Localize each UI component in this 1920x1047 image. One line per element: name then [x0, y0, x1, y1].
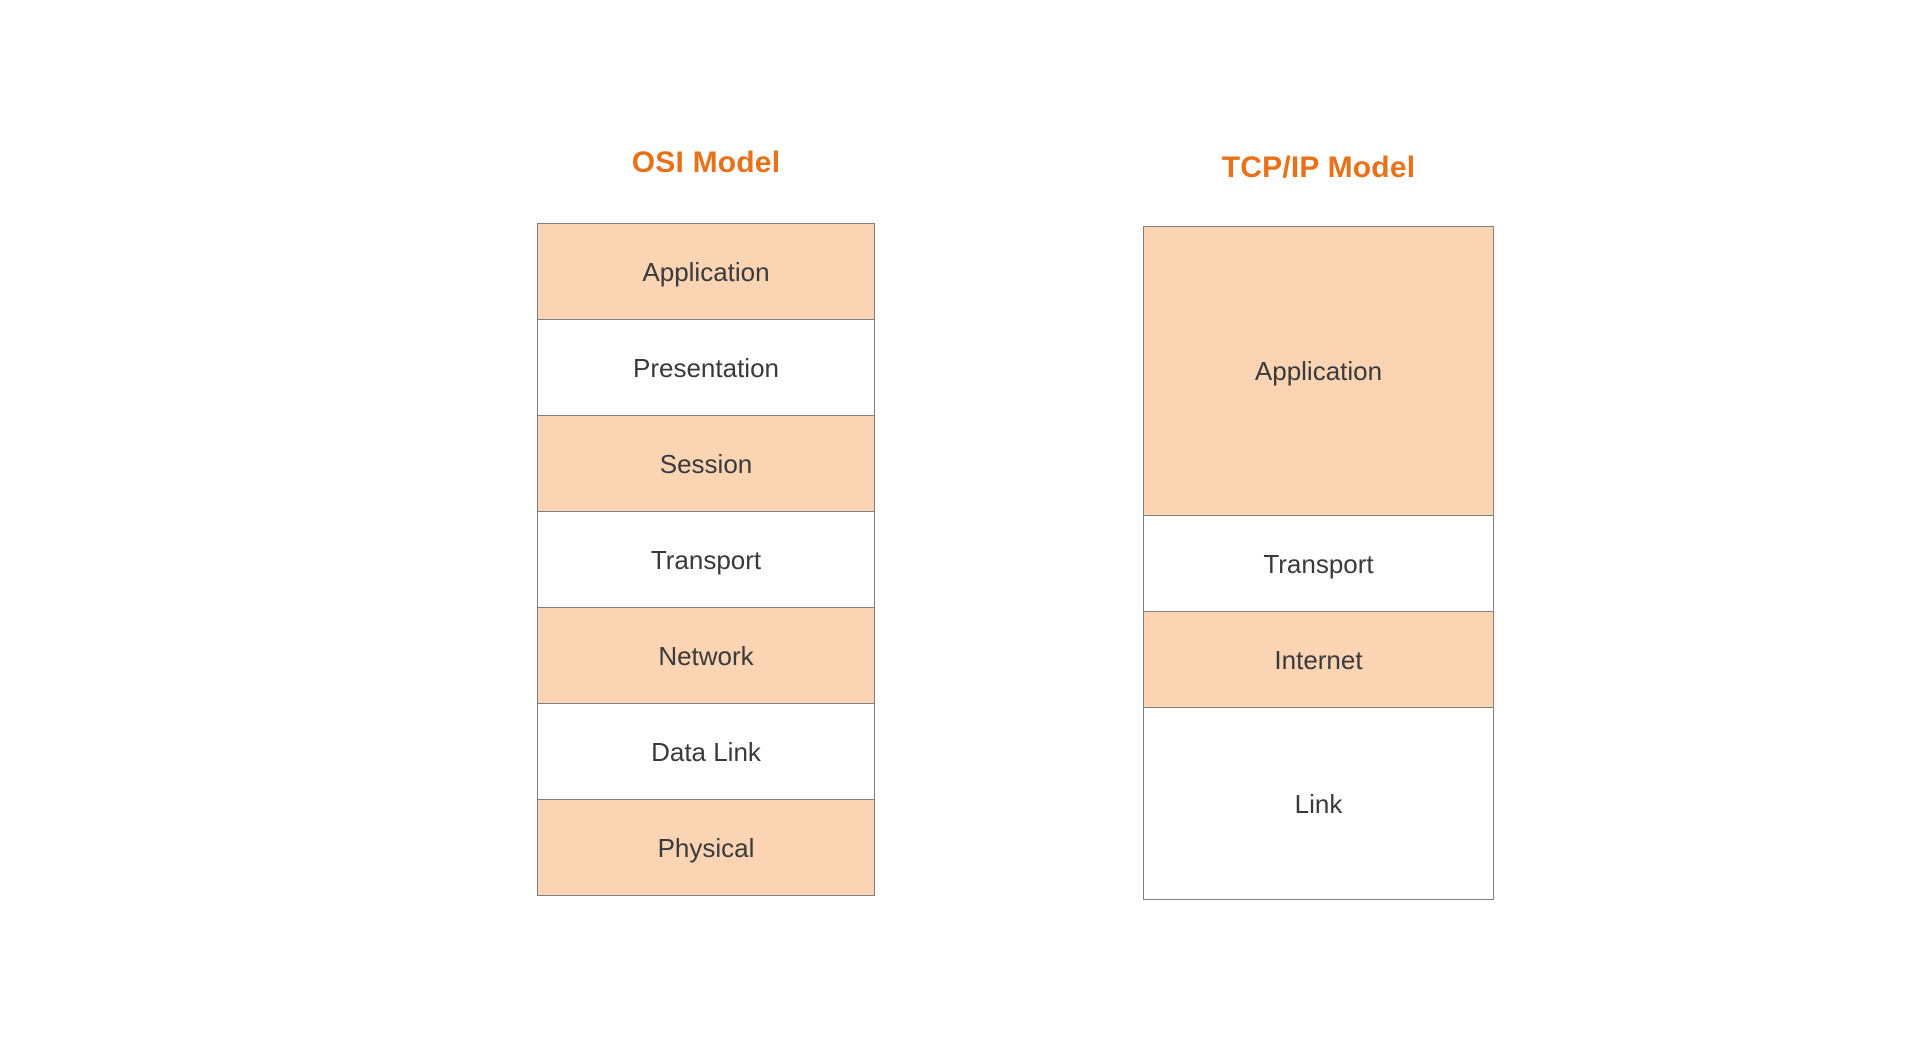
- tcpip-model-stack: Application Transport Internet Link: [1143, 226, 1494, 903]
- osi-layer-session[interactable]: Session: [537, 415, 875, 512]
- osi-layer-application[interactable]: Application: [537, 223, 875, 320]
- osi-layer-physical-label: Physical: [657, 832, 755, 863]
- tcpip-layer-link-label: Link: [1294, 788, 1343, 819]
- osi-layer-data-link-label: Data Link: [651, 736, 761, 767]
- tcpip-layer-internet-label: Internet: [1274, 644, 1363, 675]
- tcpip-model-title: TCP/IP Model: [1221, 151, 1416, 184]
- osi-layer-application-label: Application: [642, 256, 770, 287]
- osi-layer-transport-label: Transport: [650, 544, 762, 575]
- osi-layer-network-label: Network: [658, 640, 754, 671]
- osi-layer-transport[interactable]: Transport: [537, 511, 875, 608]
- tcpip-layer-internet[interactable]: Internet: [1143, 611, 1494, 708]
- osi-layer-data-link[interactable]: Data Link: [537, 703, 875, 800]
- tcpip-layer-link[interactable]: Link: [1143, 707, 1494, 900]
- tcpip-layer-application[interactable]: Application: [1143, 226, 1494, 516]
- tcpip-layer-transport-label: Transport: [1263, 548, 1374, 579]
- tcpip-layer-transport[interactable]: Transport: [1143, 515, 1494, 612]
- osi-layer-session-label: Session: [659, 448, 753, 479]
- osi-layer-physical[interactable]: Physical: [537, 799, 875, 896]
- osi-model-stack: Application Presentation Session Transpo…: [537, 223, 875, 903]
- osi-layer-presentation[interactable]: Presentation: [537, 319, 875, 416]
- tcpip-layer-application-label: Application: [1254, 356, 1383, 386]
- osi-layer-presentation-label: Presentation: [633, 352, 779, 383]
- osi-model-title: OSI Model: [631, 146, 781, 179]
- osi-layer-network[interactable]: Network: [537, 607, 875, 704]
